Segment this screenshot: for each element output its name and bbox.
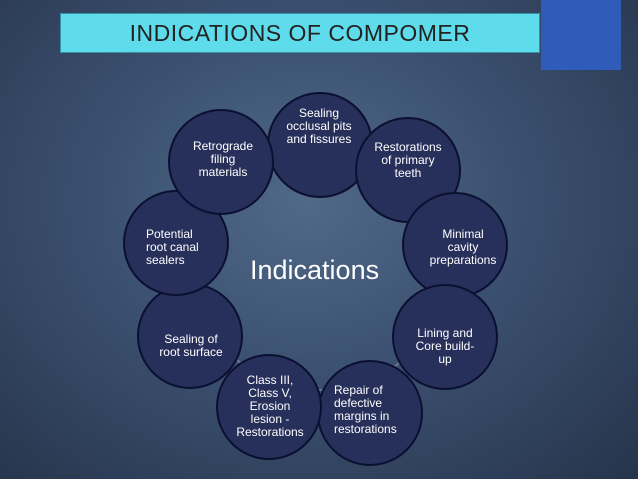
node-label-root-canal: Potential root canal sealers (146, 227, 199, 267)
node-retrograde (168, 109, 274, 215)
node-class-restorations (216, 354, 322, 460)
node-label-primary-teeth: Restorations of primary teeth (374, 140, 442, 180)
node-label-retrograde: Retrograde filing materials (192, 139, 254, 179)
node-label-repair-margins: Repair of defective margins in restorati… (334, 383, 397, 436)
node-label-minimal-cavity: Minimal cavity preparations (429, 227, 497, 267)
slide-title: INDICATIONS OF COMPOMER (129, 20, 471, 46)
node-label-sealing-pits: Sealing occlusal pits and fissures (286, 106, 352, 146)
node-lining-core (392, 284, 498, 390)
node-root-canal (123, 190, 229, 296)
center-label: Indications (250, 255, 380, 285)
node-label-lining-core: Lining and Core build- up (415, 326, 475, 366)
title-box: INDICATIONS OF COMPOMER (60, 13, 540, 53)
node-label-root-surface: Sealing of root surface (159, 332, 223, 359)
node-label-class-restorations: Class III, Class V, Erosion lesion - Res… (236, 373, 304, 439)
accent-bar (541, 0, 621, 70)
